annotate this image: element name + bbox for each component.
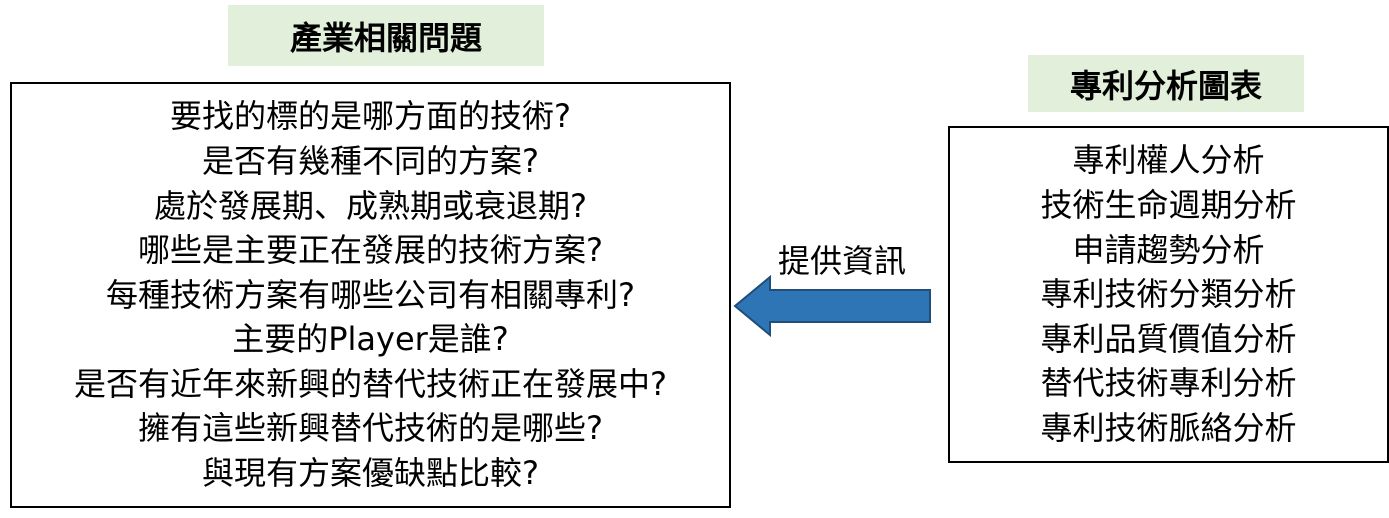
question-item: 每種技術方案有哪些公司有相關專利? xyxy=(106,275,635,314)
analysis-item: 專利權人分析 xyxy=(1072,141,1265,180)
analysis-item: 申請趨勢分析 xyxy=(1072,230,1265,269)
question-item: 擁有這些新興替代技術的是哪些? xyxy=(138,409,603,448)
industry-questions-box: 要找的標的是哪方面的技術? 是否有幾種不同的方案? 處於發展期、成熟期或衰退期?… xyxy=(10,82,731,508)
patent-analysis-title: 專利分析圖表 xyxy=(1028,55,1304,112)
question-item: 處於發展期、成熟期或衰退期? xyxy=(154,186,587,225)
question-item: 哪些是主要正在發展的技術方案? xyxy=(138,231,603,270)
left-arrow-icon xyxy=(733,274,931,338)
question-item: 要找的標的是哪方面的技術? xyxy=(170,97,571,136)
patent-analysis-box: 專利權人分析 技術生命週期分析 申請趨勢分析 專利技術分類分析 專利品質價值分析… xyxy=(948,126,1389,463)
arrow-label: 提供資訊 xyxy=(778,242,907,280)
analysis-item: 專利品質價值分析 xyxy=(1040,319,1297,358)
question-item: 與現有方案優缺點比較? xyxy=(202,454,539,493)
question-item: 是否有近年來新興的替代技術正在發展中? xyxy=(74,364,667,403)
analysis-item: 專利技術脈絡分析 xyxy=(1040,408,1297,447)
analysis-item: 技術生命週期分析 xyxy=(1040,186,1297,225)
question-item: 是否有幾種不同的方案? xyxy=(202,141,539,180)
industry-questions-title: 產業相關問題 xyxy=(228,5,544,66)
question-item: 主要的Player是誰? xyxy=(232,320,509,359)
analysis-item: 替代技術專利分析 xyxy=(1040,364,1297,403)
analysis-item: 專利技術分類分析 xyxy=(1040,275,1297,314)
